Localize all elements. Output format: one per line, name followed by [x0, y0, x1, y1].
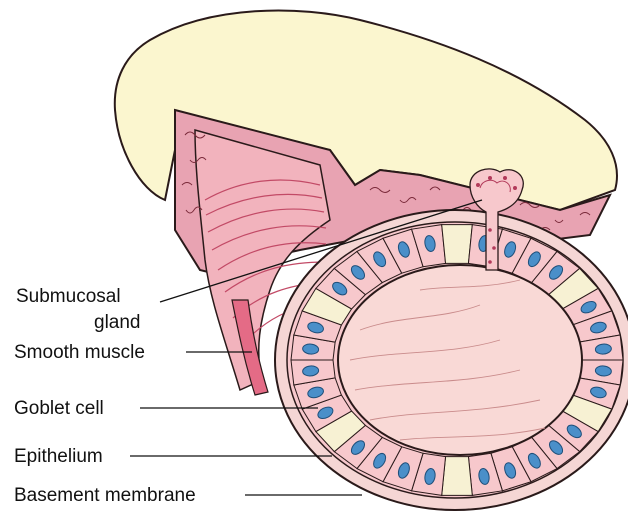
- goblet-cell: [442, 457, 473, 496]
- label-goblet-cell: Goblet cell: [14, 398, 104, 420]
- label-submucosal-gland-line2: gland: [94, 312, 141, 334]
- label-epithelium: Epithelium: [14, 446, 103, 468]
- label-basement-membrane: Basement membrane: [14, 485, 196, 507]
- airway-lumen: [338, 265, 582, 455]
- label-smooth-muscle: Smooth muscle: [14, 342, 145, 364]
- goblet-cell: [442, 225, 473, 264]
- label-submucosal-gland-line1: Submucosal: [16, 286, 121, 308]
